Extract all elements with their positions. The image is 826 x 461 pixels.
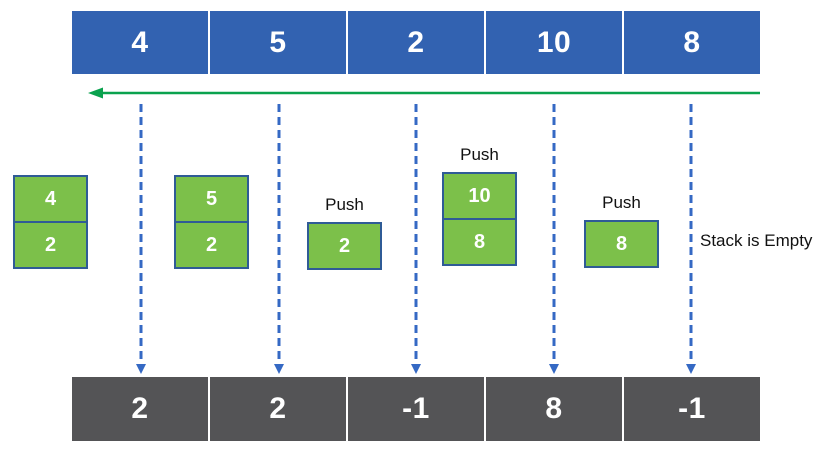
stack-cell: 8 bbox=[442, 218, 517, 266]
push-label: Push bbox=[460, 145, 499, 164]
input-array-cell: 4 bbox=[131, 25, 149, 59]
stack-cell: 5 bbox=[174, 175, 249, 223]
traversal-left-arrow bbox=[88, 87, 760, 99]
stack-cell: 4 bbox=[13, 175, 88, 223]
stack-empty-label: Stack is Empty bbox=[700, 231, 813, 250]
push-label: Push bbox=[602, 193, 641, 212]
stack-cell: 8 bbox=[584, 220, 659, 268]
input-array-cell: 8 bbox=[622, 11, 760, 74]
input-array-cell: 5 bbox=[208, 11, 346, 74]
down-arrow bbox=[136, 104, 146, 374]
down-arrow bbox=[549, 104, 559, 374]
stack-cell: 10 bbox=[442, 172, 517, 220]
stack-cell: 2 bbox=[307, 222, 382, 270]
input-array-cell: 10 bbox=[484, 11, 622, 74]
stack-cell: 2 bbox=[13, 221, 88, 269]
push-label: Push bbox=[325, 195, 364, 214]
result-array-cell: -1 bbox=[622, 377, 760, 441]
result-array-cell: 2 bbox=[131, 392, 149, 425]
stack-state: Push 2 bbox=[307, 195, 382, 270]
result-array-cell: 8 bbox=[484, 377, 622, 441]
result-array-cell: -1 bbox=[346, 377, 484, 441]
down-arrow bbox=[686, 104, 696, 374]
stack-cell: 2 bbox=[174, 221, 249, 269]
result-array-cell: 2 bbox=[208, 377, 346, 441]
down-arrow bbox=[411, 104, 421, 374]
down-arrow bbox=[274, 104, 284, 374]
stack-state: Push 8 bbox=[584, 193, 659, 268]
input-array-cell: 2 bbox=[346, 11, 484, 74]
